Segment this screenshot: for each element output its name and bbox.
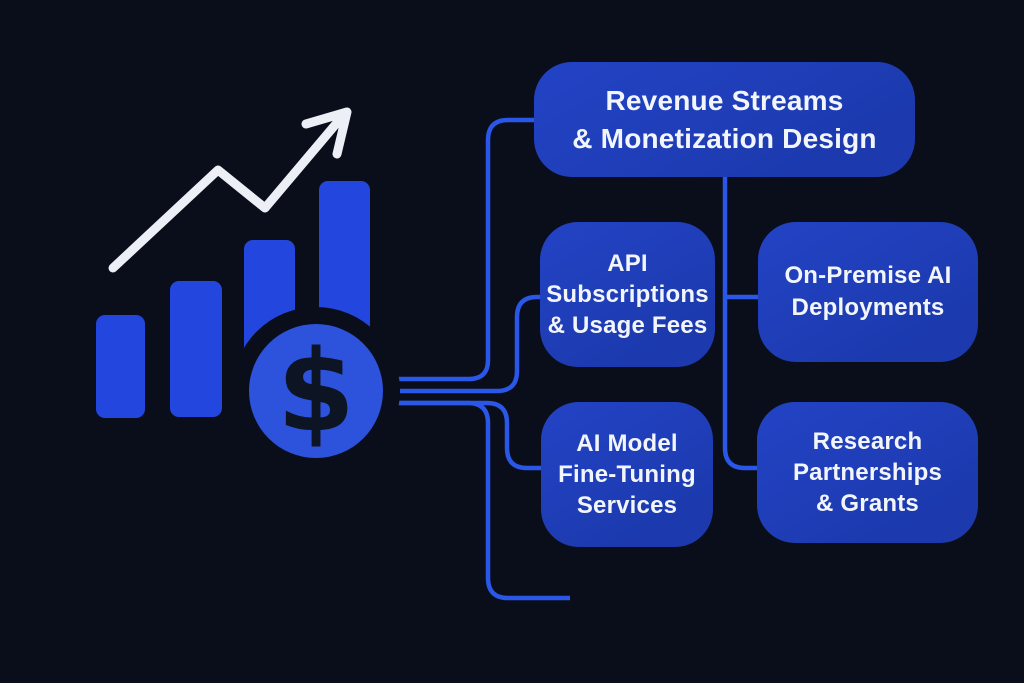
node-api-subscriptions: API Subscriptions & Usage Fees bbox=[540, 222, 715, 367]
trend-arrow-shaft bbox=[108, 113, 346, 273]
dollar-coin-icon: $ bbox=[232, 307, 400, 475]
node-label-line: Partnerships bbox=[792, 459, 943, 486]
node-label-line: & Usage Fees bbox=[547, 312, 708, 339]
connector-hub-to-root bbox=[398, 117, 534, 382]
trend-arrow-icon bbox=[108, 107, 352, 273]
connector-hub-to-finetune bbox=[398, 400, 541, 471]
connector-lines bbox=[398, 117, 758, 601]
node-research-partnerships: Research Partnerships & Grants bbox=[757, 402, 978, 543]
dollar-sign: $ bbox=[277, 327, 355, 457]
node-label-line: Services bbox=[576, 492, 678, 519]
node-label-line: Fine-Tuning bbox=[558, 461, 696, 488]
coin-face bbox=[249, 324, 383, 458]
node-label-line: API bbox=[607, 250, 648, 277]
node-label-line: Research bbox=[812, 428, 923, 455]
node-label-line: Deployments bbox=[791, 294, 945, 321]
node-label-line: & Monetization Design bbox=[572, 122, 877, 154]
connector-hub-to-api bbox=[398, 294, 540, 394]
trend-arrow-head bbox=[301, 107, 352, 159]
node-label-line: On-Premise AI bbox=[784, 262, 952, 289]
node-on-premise-ai: On-Premise AI Deployments bbox=[758, 222, 978, 362]
node-label-line: & Grants bbox=[816, 490, 919, 517]
bar-2 bbox=[170, 281, 222, 417]
connector-root-to-research bbox=[722, 177, 757, 471]
connector-hub-to-bottom bbox=[398, 400, 570, 601]
node-label-line: Subscriptions bbox=[546, 281, 709, 308]
node-revenue-streams: Revenue Streams & Monetization Design bbox=[534, 62, 915, 177]
node-label-line: AI Model bbox=[576, 430, 678, 457]
node-ai-model-fine-tuning: AI Model Fine-Tuning Services bbox=[541, 402, 713, 547]
bar-1 bbox=[96, 315, 145, 418]
node-label-line: Revenue Streams bbox=[605, 84, 844, 116]
